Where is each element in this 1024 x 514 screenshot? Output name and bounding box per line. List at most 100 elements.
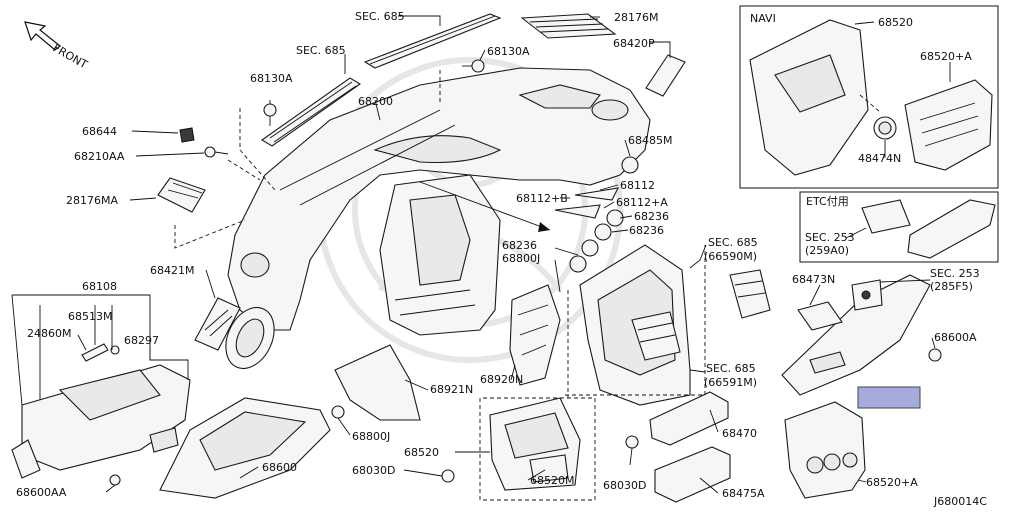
label-68520-main: 68520 [404, 446, 439, 459]
knob-68485m [621, 156, 639, 174]
etc-unit-259a0 [861, 199, 911, 234]
label-68513m: 68513M [68, 310, 112, 323]
bezel-68520 [489, 397, 581, 491]
label-etc: ETC付用 [806, 195, 849, 208]
label-sec685-66590: SEC. 685 [708, 236, 758, 249]
label-28176m: 28176M [614, 11, 658, 24]
label-68236-c: 68236 [502, 239, 537, 252]
label-24860m: 24860M [27, 327, 71, 340]
vent-flap-68112 [554, 187, 619, 219]
label-sec685-66591: SEC. 685 [706, 362, 756, 375]
label-68520a-navi: 68520+A [920, 50, 972, 63]
vent-rings-68236 [569, 209, 624, 273]
screw-68297 [110, 345, 120, 355]
label-68920n: 68920N [480, 373, 523, 386]
label-navi: NAVI [750, 12, 776, 25]
label-68600aa: 68600AA [16, 486, 67, 499]
side-vent-68421m [194, 297, 241, 351]
label-sec685-66591-sub: (66591M) [704, 376, 757, 389]
vent-66591m [631, 311, 681, 361]
speaker-grille-28176ma [157, 177, 206, 213]
lower-panel-68921n [334, 344, 421, 421]
label-68108: 68108 [82, 280, 117, 293]
leader-lines [11, 15, 951, 494]
label-68030d-right: 68030D [603, 479, 646, 492]
screw-68030d-left [441, 469, 455, 483]
speaker-grille-28176m [520, 13, 617, 39]
screw-68030d-right [625, 435, 639, 449]
label-68520m: 68520M [530, 474, 574, 487]
label-68800j-lower: 68800J [352, 430, 390, 443]
label-68644: 68644 [82, 125, 117, 138]
front-label: FRONT [51, 41, 90, 71]
front-arrow-icon [24, 21, 61, 51]
label-68600: 68600 [262, 461, 297, 474]
label-68600a: 68600A [934, 331, 977, 344]
etc-inset-box [799, 191, 999, 263]
bracket-68920n [509, 284, 561, 386]
label-sec685-top: SEC. 685 [355, 10, 405, 23]
label-68485m: 68485M [628, 134, 672, 147]
label-68112: 68112 [620, 179, 655, 192]
bolt-68210aa [204, 146, 229, 158]
bolt-68600a [928, 348, 942, 362]
lamp-24860m [81, 343, 109, 362]
label-68297: 68297 [124, 334, 159, 347]
clip-68644 [179, 127, 195, 143]
label-48474n: 48474N [858, 152, 901, 165]
clip-68800j-lower [331, 405, 345, 419]
label-68470: 68470 [722, 427, 757, 440]
screw-68600aa [109, 474, 121, 486]
label-68421m: 68421M [150, 264, 194, 277]
bolt-68130a-right [462, 59, 485, 73]
label-68921n: 68921N [430, 383, 473, 396]
defroster-grille-sec685-top [363, 13, 502, 69]
dashboard-panel-68200 [227, 67, 651, 331]
diagram-code: J680014C [933, 495, 987, 508]
ring-48474n [873, 116, 897, 140]
part-labels: SEC. 685 28176M SEC. 685 68130A 68420P 6… [16, 10, 987, 508]
navi-panel-68520a [904, 79, 993, 171]
label-68520a-bottom: 68520+A [866, 476, 918, 489]
center-stack-frame [379, 174, 501, 336]
switch-285f5 [851, 279, 883, 311]
label-68520-navi: 68520 [878, 16, 913, 29]
label-sec253-259a0-sub: (259A0) [805, 244, 849, 257]
vent-66590m [729, 269, 771, 319]
label-68473n: 68473N [792, 273, 835, 286]
highlight-label-box [857, 386, 921, 409]
tray-68470 [649, 391, 729, 446]
bolt-68130a-left [263, 103, 277, 126]
label-68030d-left: 68030D [352, 464, 395, 477]
label-sec253-285f5: SEC. 253 [930, 267, 980, 280]
label-68800j-upper: 68800J [502, 252, 540, 265]
label-68420p: 68420P [613, 37, 655, 50]
label-sec685-left: SEC. 685 [296, 44, 346, 57]
glove-box-assembly-68108 [11, 364, 191, 479]
side-vent-ring [225, 306, 275, 370]
label-sec685-66590-sub: (66590M) [704, 250, 757, 263]
label-68210aa: 68210AA [74, 150, 125, 163]
label-68236-a: 68236 [634, 210, 669, 223]
navi-inset-box [739, 5, 999, 189]
label-68130a-left: 68130A [250, 72, 293, 85]
label-sec253-259a0: SEC. 253 [805, 231, 855, 244]
glove-box-lid-68600 [159, 397, 331, 499]
etc-bracket [907, 199, 996, 259]
bezel-68520a-lower [784, 401, 866, 499]
label-28176ma: 28176MA [66, 194, 118, 207]
navi-bezel-68520 [749, 19, 869, 176]
label-68236-b: 68236 [629, 224, 664, 237]
defroster-grille-sec685-left [260, 77, 362, 147]
label-68200: 68200 [358, 95, 393, 108]
label-68112b: 68112+B [516, 192, 568, 205]
label-68475a: 68475A [722, 487, 765, 500]
label-68130a-right: 68130A [487, 45, 530, 58]
clip-68420p [645, 54, 686, 97]
pocket-68475a [654, 446, 731, 503]
switch-68473n [797, 301, 843, 331]
label-sec253-285f5-sub: (285F5) [930, 280, 973, 293]
label-68112a: 68112+A [616, 196, 668, 209]
